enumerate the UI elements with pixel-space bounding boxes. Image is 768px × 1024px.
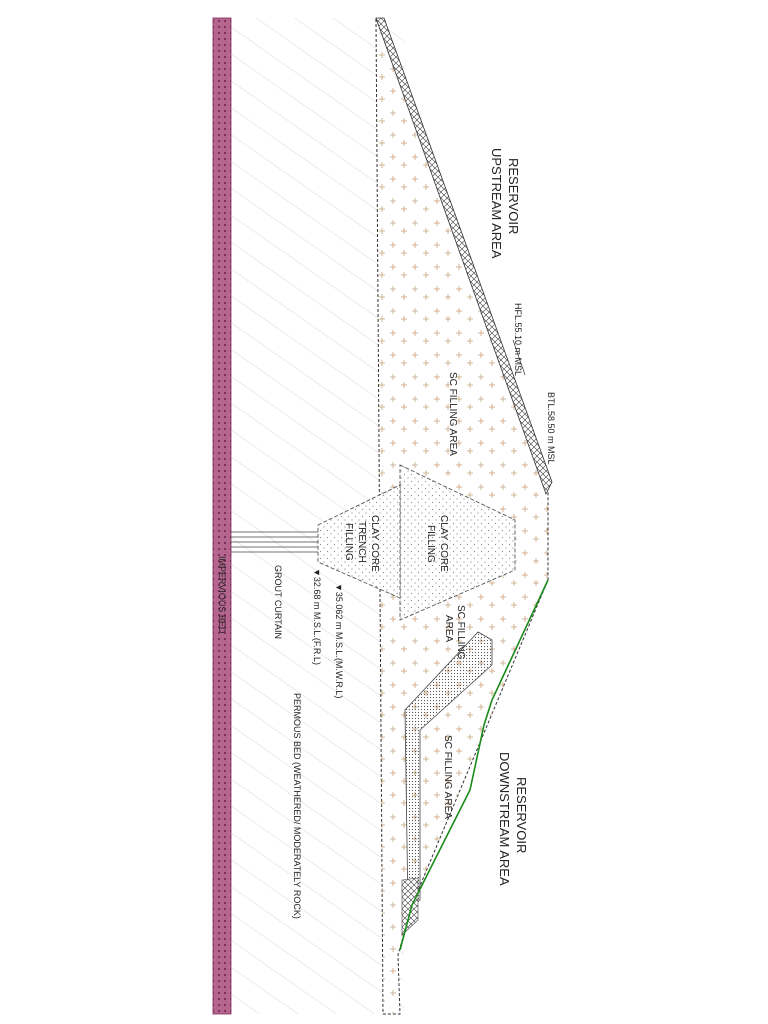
- clay-core-label-1: CLAY CORE: [438, 515, 449, 572]
- clay-core-label-2: FILLING: [425, 525, 436, 563]
- pervious-bed-label: PERMOUS BED (WEATHERED/ MODERATELY ROCK): [292, 693, 302, 919]
- frl-label: ▼32.68 m M.S.L.(F.R.L): [312, 568, 322, 665]
- downstream-slope-line: [399, 579, 549, 951]
- upstream-label-1: RESERVOIR: [506, 158, 521, 234]
- trench-label-1: CLAY CORE: [369, 515, 380, 572]
- grout-curtain: [231, 531, 318, 553]
- downstream-label-2: DOWNSTREAM AREA: [497, 752, 512, 886]
- upstream-label-2: UPSTREAM AREA: [489, 148, 504, 259]
- clay-core-dots: [400, 465, 515, 620]
- hfl-label: HFL.55.10 m MSL: [513, 303, 523, 376]
- impervious-bed-label: IMPERVIOUS BED: [217, 556, 227, 634]
- trench-label-3: FILLING: [343, 523, 354, 561]
- sc-mid-label-2: AREA: [443, 615, 454, 643]
- btl-label: BTL.58.50 m MSL: [546, 392, 556, 465]
- sc-mid-label-1: SC FILLING: [455, 605, 466, 660]
- mwrl-label: ▼35.062 m M.S.L.(M.W.R.L): [334, 583, 344, 698]
- hfl-marker: [512, 339, 526, 376]
- upstream-riprap: [375, 17, 553, 496]
- downstream-label-1: RESERVOIR: [514, 777, 529, 853]
- grout-label: GROUT CURTAIN: [273, 565, 283, 639]
- impervious-bed-strip: [212, 17, 232, 1015]
- clay-trench-dots: [318, 485, 400, 598]
- sc-upstream-label: SC FILLING AREA: [447, 372, 458, 456]
- trench-label-2: TRENCH: [356, 521, 367, 563]
- filter-toe: [401, 877, 419, 936]
- sc-downstream-label: SC FILLING AREA: [442, 735, 453, 819]
